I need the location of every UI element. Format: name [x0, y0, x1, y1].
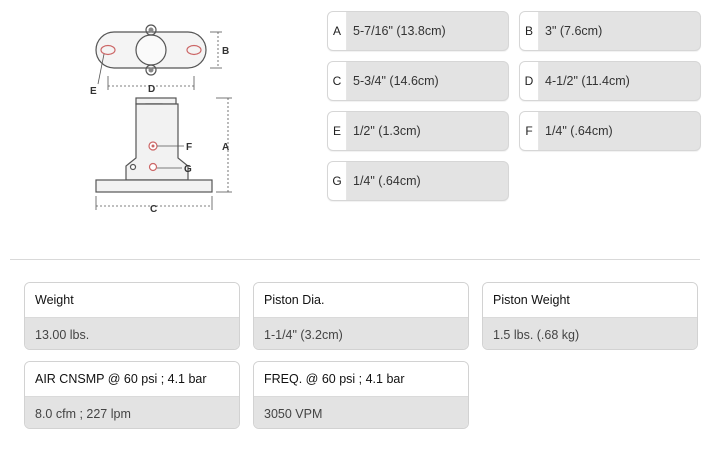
label-e: E	[90, 86, 97, 97]
dimension-value: 5-7/16" (13.8cm)	[353, 24, 446, 38]
spec-value: 13.00 lbs.	[25, 317, 239, 349]
dimension-value: 1/4" (.64cm)	[545, 124, 613, 138]
label-g: G	[184, 164, 192, 175]
spec-label: FREQ. @ 60 psi ; 4.1 bar	[254, 362, 468, 396]
spec-label: Weight	[25, 283, 239, 317]
spec-label: Piston Weight	[483, 283, 697, 317]
dimension-b: B 3" (7.6cm)	[519, 11, 701, 51]
side-view	[95, 97, 213, 193]
dimension-value: 3" (7.6cm)	[545, 24, 603, 38]
dimension-letter: D	[520, 62, 539, 100]
dimension-value: 1/4" (.64cm)	[353, 174, 421, 188]
label-f: F	[186, 142, 192, 153]
dimension-d: D 4-1/2" (11.4cm)	[519, 61, 701, 101]
spec-value: 1-1/4" (3.2cm)	[254, 317, 468, 349]
dimension-c: C 5-3/4" (14.6cm)	[327, 61, 509, 101]
dimension-a: A 5-7/16" (13.8cm)	[327, 11, 509, 51]
spec-card-weight: Weight 13.00 lbs.	[24, 282, 240, 350]
label-b: B	[222, 46, 229, 57]
spec-label: AIR CNSMP @ 60 psi ; 4.1 bar	[25, 362, 239, 396]
dimension-letter: E	[328, 112, 347, 150]
dimension-letter: F	[520, 112, 539, 150]
dimension-f: F 1/4" (.64cm)	[519, 111, 701, 151]
dimension-e: E 1/2" (1.3cm)	[327, 111, 509, 151]
dimension-diagram: B D E F G A	[90, 24, 232, 215]
top-view	[95, 24, 207, 76]
dimension-letter: B	[520, 12, 539, 50]
spec-card-air-consumption: AIR CNSMP @ 60 psi ; 4.1 bar 8.0 cfm ; 2…	[24, 361, 240, 429]
dimension-value: 4-1/2" (11.4cm)	[545, 74, 630, 88]
label-a: A	[222, 142, 229, 153]
label-d: D	[148, 84, 155, 95]
dimension-value: 5-3/4" (14.6cm)	[353, 74, 439, 88]
section-divider	[10, 259, 700, 260]
dimension-g: G 1/4" (.64cm)	[327, 161, 509, 201]
product-dimension-drawing: B D E F G A	[80, 18, 250, 218]
spec-value: 8.0 cfm ; 227 lpm	[25, 396, 239, 428]
spec-card-piston-weight: Piston Weight 1.5 lbs. (.68 kg)	[482, 282, 698, 350]
spec-label: Piston Dia.	[254, 283, 468, 317]
dimension-letter: G	[328, 162, 347, 200]
spec-value: 1.5 lbs. (.68 kg)	[483, 317, 697, 349]
spec-card-frequency: FREQ. @ 60 psi ; 4.1 bar 3050 VPM	[253, 361, 469, 429]
label-c: C	[150, 204, 157, 215]
spec-value: 3050 VPM	[254, 396, 468, 428]
dimension-letter: A	[328, 12, 347, 50]
dimension-letter: C	[328, 62, 347, 100]
dimension-value: 1/2" (1.3cm)	[353, 124, 421, 138]
spec-card-piston-dia: Piston Dia. 1-1/4" (3.2cm)	[253, 282, 469, 350]
